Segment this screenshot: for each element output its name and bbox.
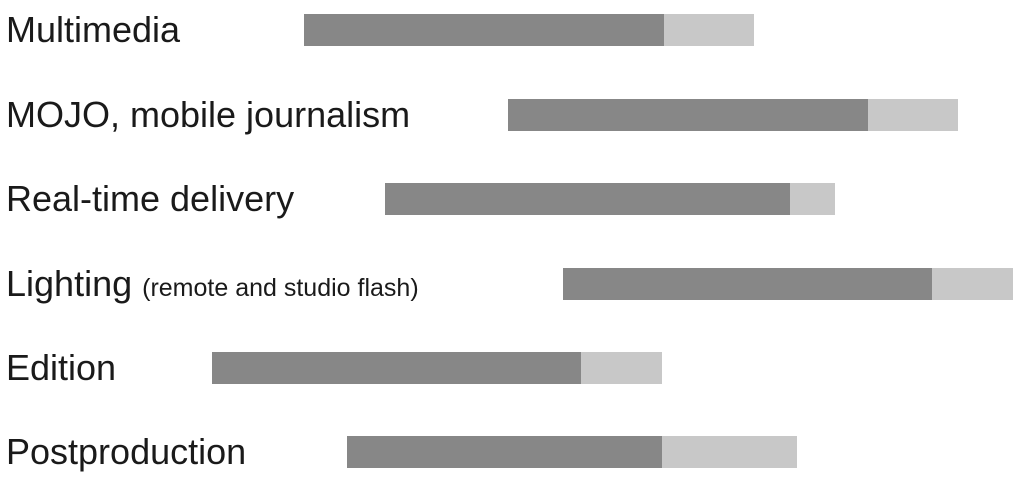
category-note: (remote and studio flash): [142, 274, 419, 302]
bar-fill: [212, 352, 581, 384]
bar-track: [508, 99, 958, 131]
chart-row-multimedia: Multimedia: [0, 0, 1024, 60]
category-label: Postproduction: [6, 431, 247, 472]
bar-track: [385, 183, 835, 215]
category-label: Multimedia: [6, 9, 181, 50]
category-label: MOJO, mobile journalism: [6, 94, 411, 135]
bar-track: [347, 436, 797, 468]
bar-fill: [347, 436, 662, 468]
bar-fill: [385, 183, 790, 215]
chart-row-real-time-delivery: Real-time delivery: [0, 169, 1024, 229]
chart-row-lighting: Lighting (remote and studio flash): [0, 254, 1024, 314]
bar-fill: [508, 99, 868, 131]
category-label: Edition: [6, 347, 117, 388]
category-label: Lighting (remote and studio flash): [6, 263, 419, 304]
bar-fill: [563, 268, 932, 300]
bar-track: [304, 14, 754, 46]
bar-track: [212, 352, 662, 384]
category-label: Real-time delivery: [6, 178, 295, 219]
bar-track: [563, 268, 1013, 300]
chart-row-edition: Edition: [0, 338, 1024, 398]
bar-fill: [304, 14, 664, 46]
chart-row-mojo: MOJO, mobile journalism: [0, 85, 1024, 145]
chart-row-postproduction: Postproduction: [0, 422, 1024, 482]
